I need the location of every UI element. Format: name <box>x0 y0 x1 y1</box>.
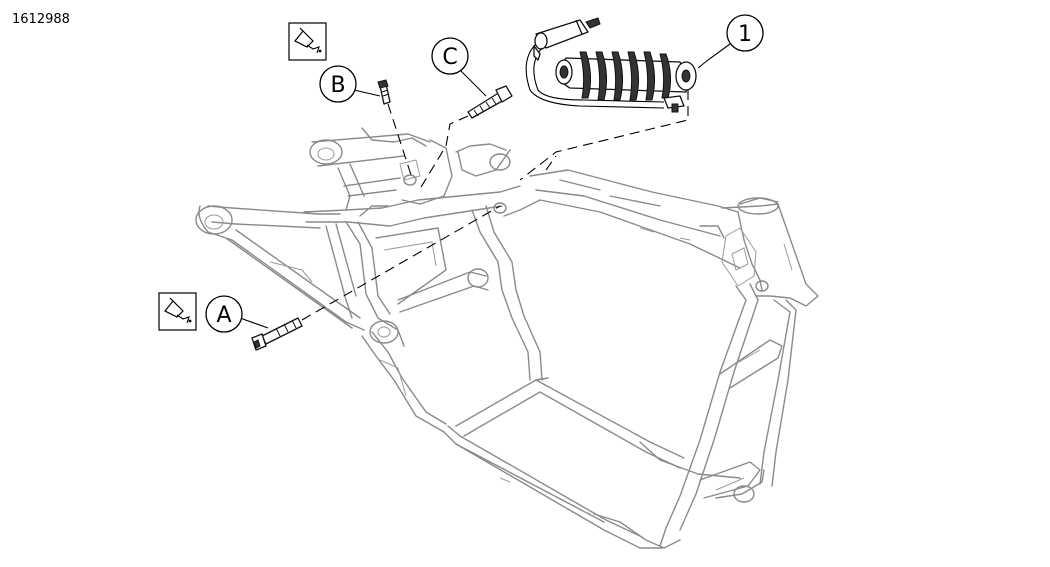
threadlocker-icon <box>288 22 327 61</box>
rear-shock-absorber <box>525 17 697 113</box>
bolt-b <box>377 79 391 105</box>
bolt-c <box>467 85 513 119</box>
callout-c: C <box>431 37 487 97</box>
callout-a: A <box>205 295 269 333</box>
figure-id: 1612988 <box>12 12 70 27</box>
motorcycle-frame <box>195 127 819 549</box>
callout-1: 1 <box>697 14 764 69</box>
callout-a-label: A <box>216 303 231 328</box>
callout-b-label: B <box>330 73 345 98</box>
threadlocker-icon <box>158 292 197 331</box>
callout-b: B <box>319 65 381 103</box>
bolt-a <box>251 317 303 351</box>
assembly-dashed-lines <box>301 90 689 321</box>
callout-c-label: C <box>442 45 457 70</box>
callout-1-label: 1 <box>738 22 752 47</box>
